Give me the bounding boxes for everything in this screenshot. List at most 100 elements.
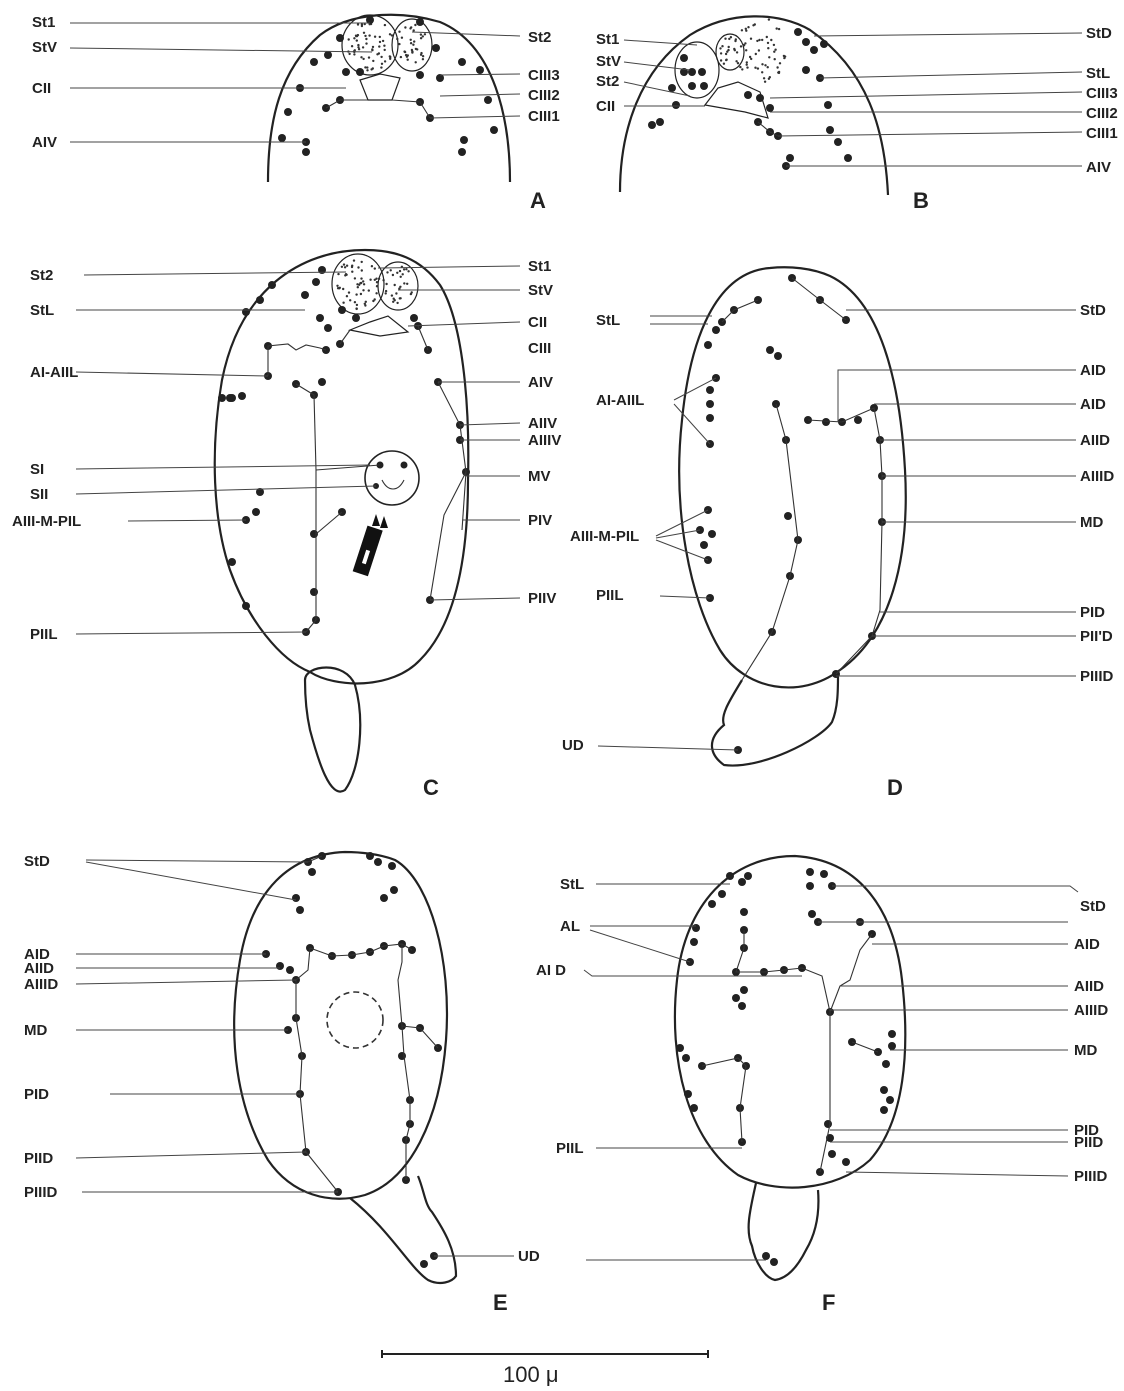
panel-e-label-piid: PIID [24, 1150, 53, 1167]
panel-b-label-aiv: AIV [1086, 159, 1111, 176]
panel-b-label-st1: St1 [596, 31, 619, 48]
panel-d-label-aiid: AIID [1080, 432, 1110, 449]
panel-e-right-labels: UD [518, 1248, 540, 1265]
panel-d-label-std: StD [1080, 302, 1106, 319]
panel-d-label-ud: UD [562, 737, 584, 754]
panel-c-label-ai-aiil: AI-AIIL [30, 364, 78, 381]
panel-b-label-ciii1: CIII1 [1086, 125, 1118, 142]
panel-d-label-ai-aiil: AI-AIIL [596, 392, 644, 409]
panel-d-dots [696, 274, 886, 754]
panel-e-label-ud: UD [518, 1248, 540, 1265]
panel-b-label-std: StD [1086, 25, 1112, 42]
panel-d-left-labels: StL AI-AIIL AIII-M-PIL PIIL UD [562, 312, 644, 754]
panel-c-label-stl: StL [30, 302, 54, 319]
panel-e-body-outline [234, 852, 447, 1199]
panel-e-dots [262, 852, 442, 1268]
panel-c-label-aiii-m-pil: AIII-M-PIL [12, 513, 81, 530]
panel-c-sensillum-2 [401, 462, 408, 469]
panel-d-label-piil: PIIL [596, 587, 624, 604]
panel-d-label-piiid: PIIID [1080, 668, 1114, 685]
panel-f-label-aid-left: AI D [536, 962, 566, 979]
panel-d-label-md: MD [1080, 514, 1103, 531]
panel-c-speckle [336, 259, 413, 310]
panel-c-tail [305, 668, 360, 792]
panel-d: StL AI-AIIL AIII-M-PIL PIIL UD StD AID AID AIID… [562, 267, 1114, 800]
panel-c-label-mv: MV [528, 468, 551, 485]
panel-a-label-aiv: AIV [32, 134, 57, 151]
panel-f-label-aiiid: AIIID [1074, 1002, 1108, 1019]
panel-b-label-stv: StV [596, 53, 621, 70]
panel-e-label-aiiid: AIIID [24, 976, 58, 993]
panel-f-label-aid: AID [1074, 936, 1100, 953]
panel-c-label-cii: CII [528, 314, 547, 331]
panel-f-label-piiid: PIIID [1074, 1168, 1108, 1185]
panel-f-tail [749, 1183, 819, 1280]
panel-c-label-st2: St2 [30, 267, 53, 284]
panel-a-label-ciii1: CIII1 [528, 108, 560, 125]
panel-d-label-pid: PID [1080, 604, 1105, 621]
panel-d-label-aid-2: AID [1080, 396, 1106, 413]
panel-b-label-ciii2: CIII2 [1086, 105, 1118, 122]
panel-f-left-labels: StL AL AI D PIIL [536, 876, 584, 1157]
panel-a-right-labels: St2CIII3CIII2CIII1 [528, 29, 560, 125]
panel-b-label-st2: St2 [596, 73, 619, 90]
panel-a-speckle [347, 23, 426, 72]
panel-b-label-cii: CII [596, 98, 615, 115]
scale-bar: 100 μ [382, 1350, 708, 1386]
panel-c-label-aiiv: AIIV [528, 415, 557, 432]
panel-b-label-ciii3: CIII3 [1086, 85, 1118, 102]
panel-c-sensory-organ [365, 451, 419, 505]
panel-e-left-labels: StDAIDAIIDAIIIDMDPIDPIIDPIIID [24, 853, 58, 1201]
panel-c-dots [218, 266, 470, 636]
panel-e-dashed-circle [327, 992, 383, 1048]
panel-c-label-piv: PIV [528, 512, 552, 529]
panel-e-tail [350, 1176, 456, 1283]
panel-a-label-st2: St2 [528, 29, 551, 46]
panel-a-label-st1: St1 [32, 14, 55, 31]
panel-f-label-stl: StL [560, 876, 584, 893]
panel-d-letter: D [887, 775, 903, 800]
scale-bar-label: 100 μ [503, 1362, 559, 1386]
panel-c-label-aiv: AIV [528, 374, 553, 391]
panel-b-speckle [719, 18, 786, 83]
panel-c-label-si: SI [30, 461, 44, 478]
panel-c-label-st1: St1 [528, 258, 551, 275]
panel-e-label-piiid: PIIID [24, 1184, 58, 1201]
panel-c-letter: C [423, 775, 439, 800]
panel-a-label-cii: CII [32, 80, 51, 97]
panel-c-label-piil: PIIL [30, 626, 58, 643]
panel-f-label-md: MD [1074, 1042, 1097, 1059]
panel-f-letter: F [822, 1290, 835, 1315]
panel-a-label-stv: StV [32, 39, 57, 56]
panel-b-dots [648, 28, 852, 170]
panel-e-label-pid: PID [24, 1086, 49, 1103]
panel-e-label-md: MD [24, 1022, 47, 1039]
panel-f: StLALAI DPIIL StDAIDAIIDAIIIDMDPIDPIIDPI… [536, 856, 1108, 1315]
panel-b-label-stl: StL [1086, 65, 1110, 82]
panel-d-label-stl: StL [596, 312, 620, 329]
panel-c-sensillum-arc [382, 480, 404, 489]
panel-a-outline [268, 15, 510, 182]
panel-f-label-al: AL [560, 918, 580, 935]
panel-d-label-aid-1: AID [1080, 362, 1106, 379]
panel-f-label-piil: PIIL [556, 1140, 584, 1157]
panel-c-label-ciii: CIII [528, 340, 551, 357]
panel-c-label-piiv: PIIV [528, 590, 556, 607]
panel-f-dots [676, 868, 896, 1266]
panel-d-label-aiii-m-pil: AIII-M-PIL [570, 528, 639, 545]
panel-f-label-std: StD [1080, 898, 1106, 915]
panel-e-label-std: StD [24, 853, 50, 870]
panel-e-label-aiid: AIID [24, 960, 54, 977]
